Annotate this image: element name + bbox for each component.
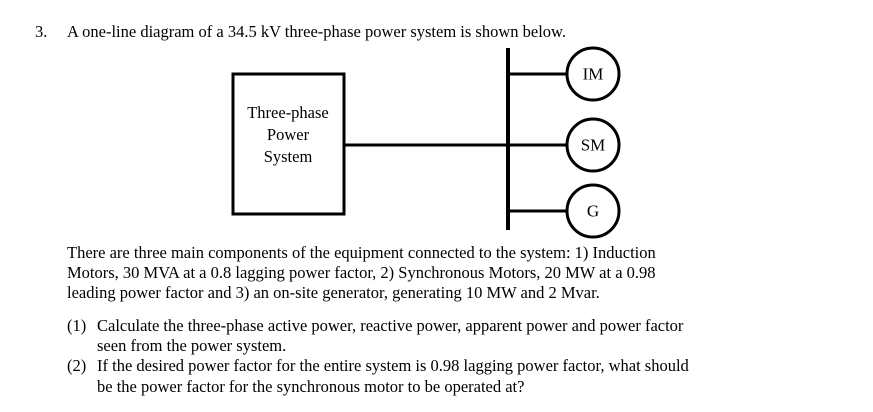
sub-item-2: (2) If the desired power factor for the … [67, 356, 820, 396]
power-system-block-label-line1: Three-phase [247, 103, 329, 122]
sub-item-1: (1) Calculate the three-phase active pow… [67, 316, 820, 356]
sub-item-2-line-1: If the desired power factor for the enti… [97, 356, 689, 376]
power-system-block-label-line3: System [264, 147, 313, 166]
generator-symbol [565, 183, 621, 239]
sub-item-2-marker: (2) [67, 356, 87, 376]
power-system-block [231, 72, 346, 216]
question-heading: 3. A one-line diagram of a 34.5 kV three-… [35, 22, 835, 42]
induction-motor-label: IM [583, 65, 604, 84]
sub-items-list: (1) Calculate the three-phase active pow… [67, 316, 820, 397]
body-paragraph-line-1: There are three main components of the e… [67, 243, 656, 262]
sub-item-1-text: Calculate the three-phase active power, … [97, 316, 820, 356]
sub-item-1-marker: (1) [67, 316, 87, 335]
sub-item-1-line-2: seen from the power system. [97, 336, 287, 356]
sub-item-1-line-1: Calculate the three-phase active power, … [97, 316, 684, 335]
sub-item-2-text: If the desired power factor for the enti… [97, 356, 820, 396]
body-paragraph-line-3: leading power factor and 3) an on-site g… [67, 283, 600, 303]
sub-item-2-line-2: be the power factor for the synchronous … [97, 376, 525, 396]
power-system-block-label-line2: Power [267, 125, 310, 144]
synchronous-motor-symbol [565, 117, 621, 173]
body-paragraph: There are three main components of the e… [67, 243, 820, 304]
synchronous-motor-label: SM [581, 136, 606, 155]
question-number: 3. [35, 22, 48, 41]
generator-label: G [587, 202, 599, 221]
induction-motor-symbol [565, 46, 621, 102]
question-heading-text: A one-line diagram of a 34.5 kV three-ph… [67, 22, 567, 41]
body-paragraph-line-2: Motors, 30 MVA at a 0.8 lagging power fa… [67, 263, 656, 283]
